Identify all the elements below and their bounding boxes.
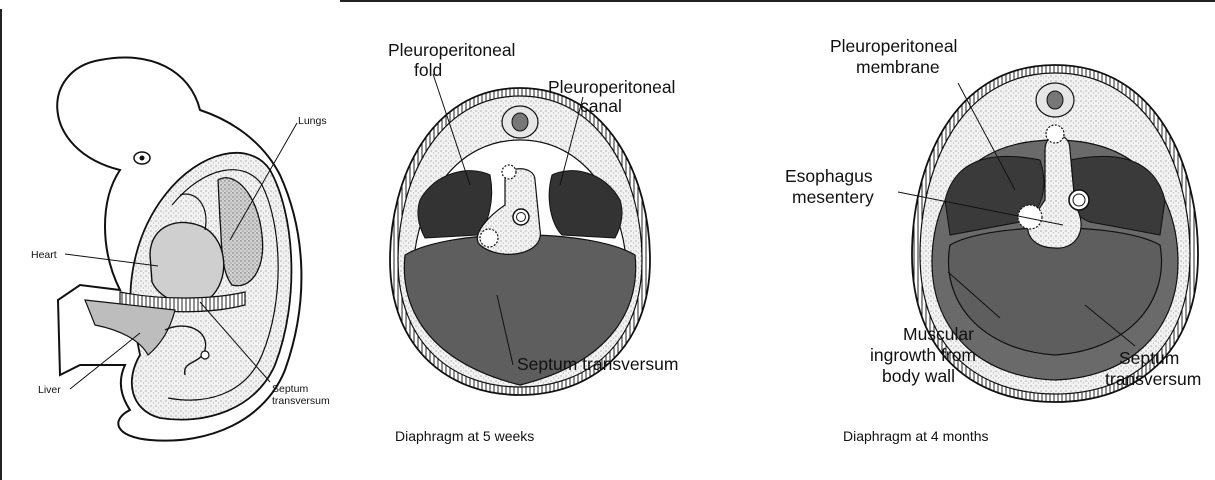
label-membrane-1: Pleuroperitoneal [830,36,957,56]
label-fold-1: Pleuroperitoneal [388,40,515,60]
cross-section-5-weeks [390,88,650,395]
label-canal-2: canal [580,96,622,116]
label-septum-5wk: Septum transversum [517,354,678,374]
label-heart: Heart [31,249,57,261]
frame-gap [0,0,340,9]
label-canal-1: Pleuroperitoneal [548,77,675,97]
label-septum-4mo-2: transversum [1105,369,1201,389]
label-liver: Liver [38,384,61,396]
caption-4-months: Diaphragm at 4 months [843,428,989,444]
label-septum-embryo-2: transversum [272,395,330,407]
caption-5-weeks: Diaphragm at 5 weeks [395,428,534,444]
label-septum-embryo-1: Septum [272,383,308,395]
label-muscular-2: ingrowth from [870,345,976,365]
label-membrane-2: membrane [856,57,940,77]
label-esophagus-2: mesentery [792,187,874,207]
label-muscular-3: body wall [882,366,955,386]
embryo-illustration [57,57,301,440]
label-fold-2: fold [414,60,442,80]
label-septum-4mo-1: Septum [1119,348,1179,368]
label-muscular-1: Muscular [903,324,974,344]
label-esophagus-1: Esophagus [785,166,873,186]
label-lungs: Lungs [298,115,327,127]
